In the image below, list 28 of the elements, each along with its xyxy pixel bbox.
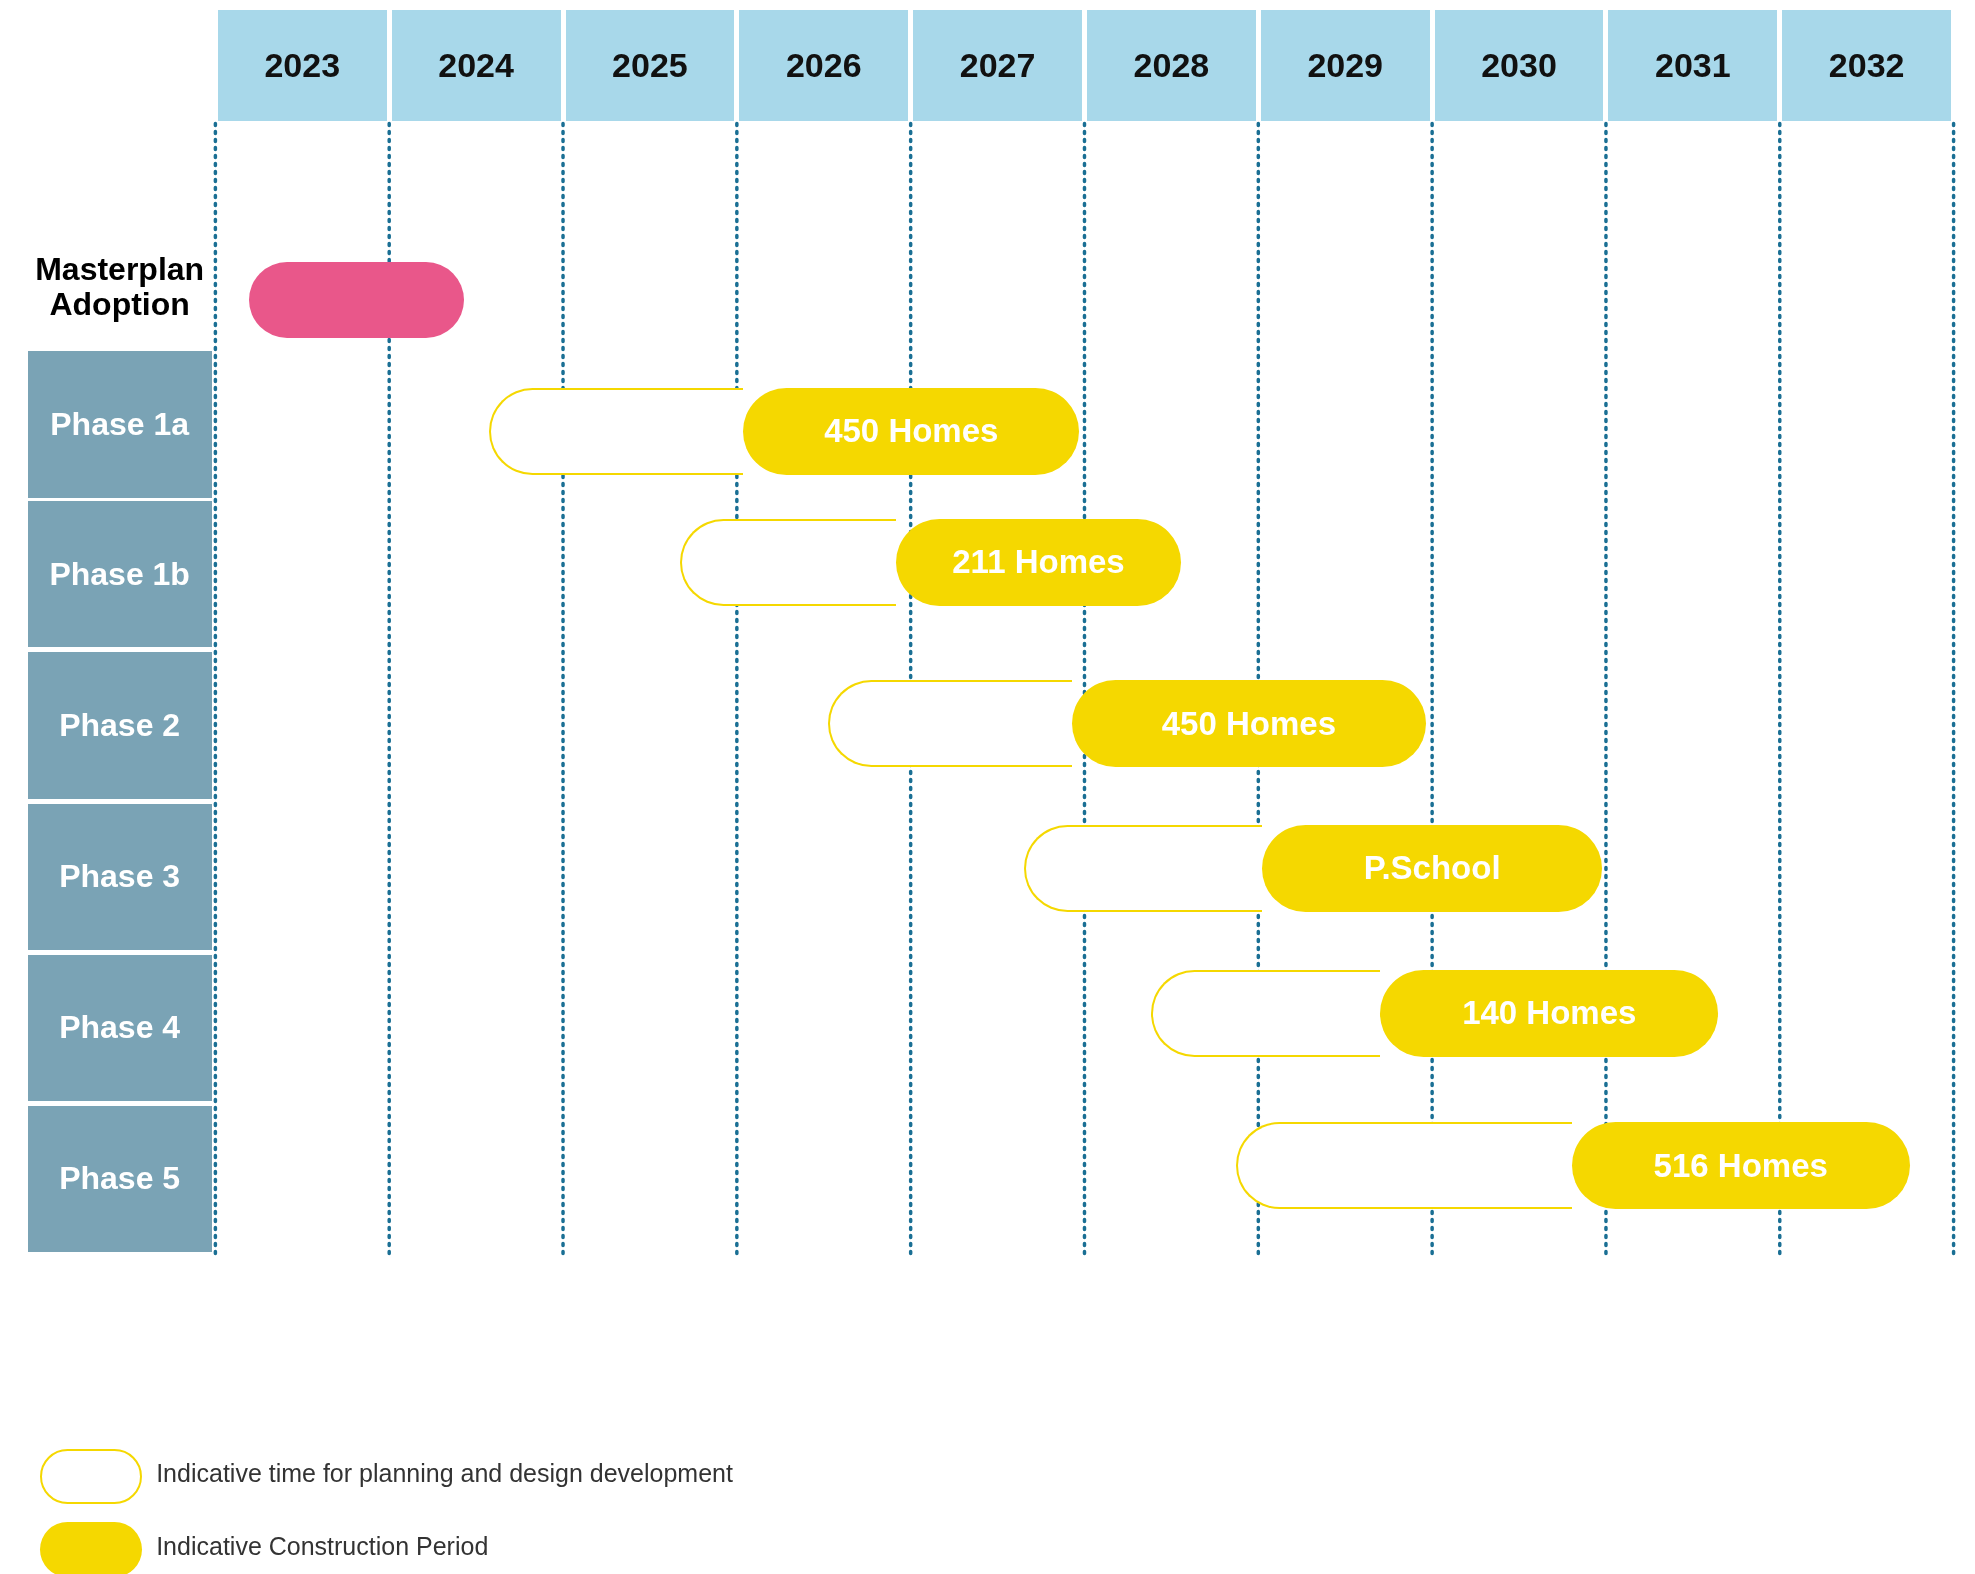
year-header: 2032 xyxy=(1782,10,1952,121)
planning-bar xyxy=(488,387,744,475)
construction-bar: 516 Homes xyxy=(1571,1122,1910,1210)
phase-label: Phase 5 xyxy=(27,1105,212,1252)
phase-label: Phase 2 xyxy=(27,652,212,799)
construction-bar: 140 Homes xyxy=(1380,969,1719,1057)
legend-text: Indicative Construction Period xyxy=(156,1531,489,1561)
construction-bar: 211 Homes xyxy=(895,518,1182,606)
phase-label: Phase 1b xyxy=(27,501,212,648)
year-header: 2027 xyxy=(913,10,1082,121)
phase-label: Phase 4 xyxy=(27,954,212,1101)
year-header: 2030 xyxy=(1434,10,1604,121)
year-header: 2028 xyxy=(1087,10,1256,121)
year-header: 2023 xyxy=(217,10,387,121)
year-header: 2031 xyxy=(1608,10,1778,121)
legend-text: Indicative time for planning and design development xyxy=(156,1458,733,1488)
year-header: 2025 xyxy=(565,10,735,121)
construction-bar: P.School xyxy=(1262,825,1603,912)
year-header: 2024 xyxy=(391,10,561,121)
phase-label: Phase 3 xyxy=(27,803,212,950)
milestone-label: Masterplan Adoption xyxy=(34,251,206,323)
construction-bar: 450 Homes xyxy=(743,387,1080,475)
planning-bar xyxy=(1024,825,1263,912)
phase-label: Phase 1a xyxy=(27,351,212,498)
year-header: 2026 xyxy=(739,10,909,121)
planning-bar xyxy=(1151,969,1381,1057)
year-header: 2029 xyxy=(1260,10,1430,121)
construction-bar: 450 Homes xyxy=(1071,680,1426,768)
